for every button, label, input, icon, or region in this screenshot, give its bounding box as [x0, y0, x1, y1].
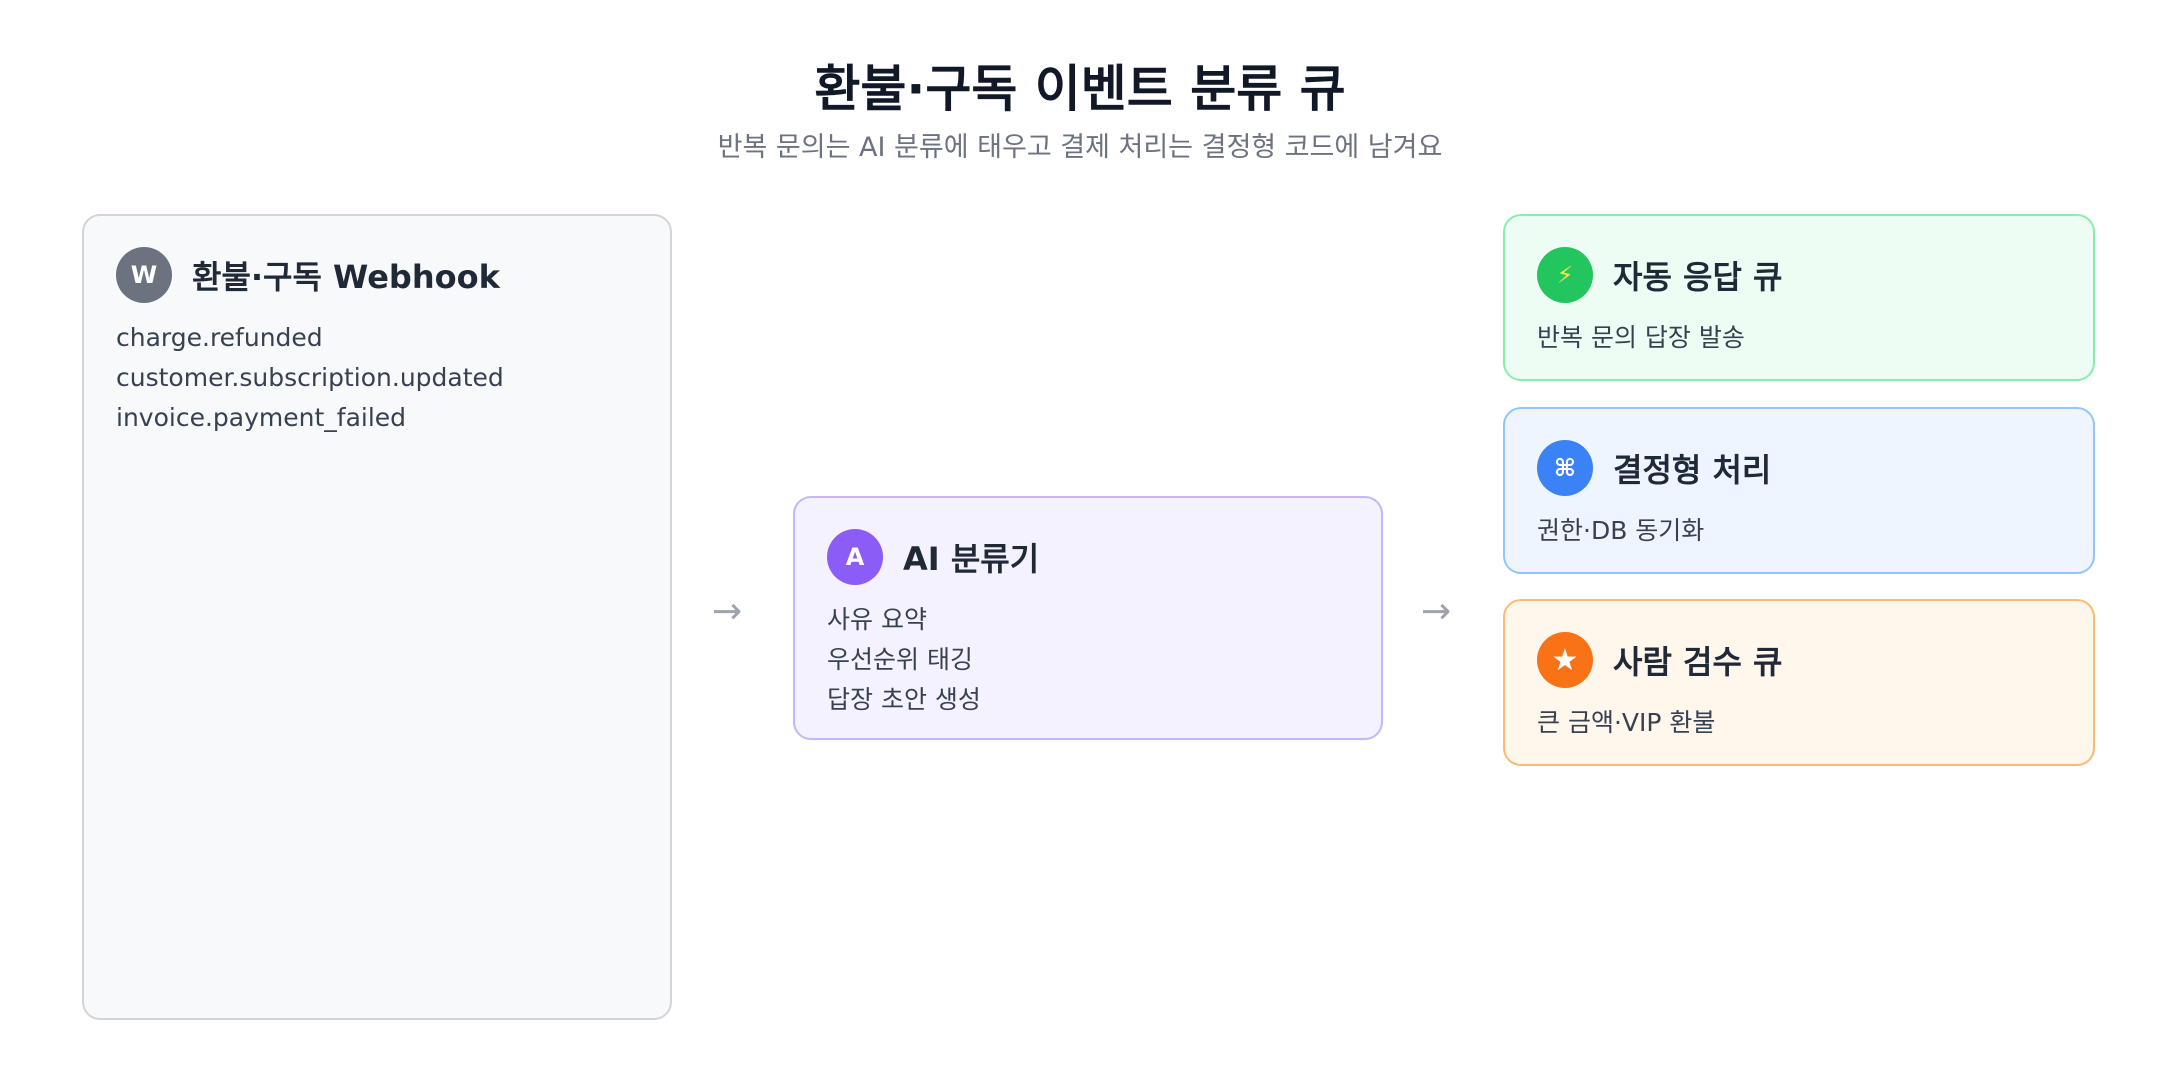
auto-reply-queue-desc: 반복 문의 답장 발송 [1537, 323, 1745, 352]
flow-arrow-icon: → [712, 591, 743, 632]
lightning-icon: ⚡ [1537, 247, 1593, 303]
star-icon: ★ [1537, 632, 1593, 688]
deterministic-processing-desc: 권한·DB 동기화 [1537, 516, 1705, 545]
auto-reply-queue-title: 자동 응답 큐 [1613, 258, 1783, 296]
classifier-step-item: 사유 요약 [827, 605, 927, 634]
auto-reply-queue-card: ⚡ 자동 응답 큐 반복 문의 답장 발송 [1503, 214, 2095, 381]
classifier-step-item: 우선순위 태깅 [827, 645, 973, 674]
page-title: 환불·구독 이벤트 분류 큐 [814, 60, 1346, 118]
page-subtitle: 반복 문의는 AI 분류에 태우고 결제 처리는 결정형 코드에 남겨요 [717, 132, 1443, 163]
webhook-event-item: customer.subscription.updated [116, 363, 504, 392]
deterministic-processing-title: 결정형 처리 [1613, 451, 1772, 489]
flow-arrow-icon: → [1421, 591, 1452, 632]
human-review-queue-title: 사람 검수 큐 [1613, 643, 1783, 681]
ai-badge-icon: A [827, 529, 883, 585]
human-review-queue-card: ★ 사람 검수 큐 큰 금액·VIP 환불 [1503, 599, 2095, 766]
command-icon: ⌘ [1537, 440, 1593, 496]
ai-classifier-card: A AI 분류기 사유 요약 우선순위 태깅 답장 초안 생성 [793, 496, 1383, 740]
human-review-queue-desc: 큰 금액·VIP 환불 [1537, 708, 1716, 737]
ai-classifier-title: AI 분류기 [903, 540, 1040, 578]
webhook-source-card: W 환불·구독 Webhook charge.refunded customer… [82, 214, 672, 1020]
webhook-event-item: invoice.payment_failed [116, 403, 407, 432]
classifier-step-item: 답장 초안 생성 [827, 685, 981, 714]
webhook-card-title: 환불·구독 Webhook [192, 258, 500, 296]
webhook-badge-icon: W [116, 247, 172, 303]
webhook-event-item: charge.refunded [116, 323, 323, 352]
deterministic-processing-card: ⌘ 결정형 처리 권한·DB 동기화 [1503, 407, 2095, 574]
